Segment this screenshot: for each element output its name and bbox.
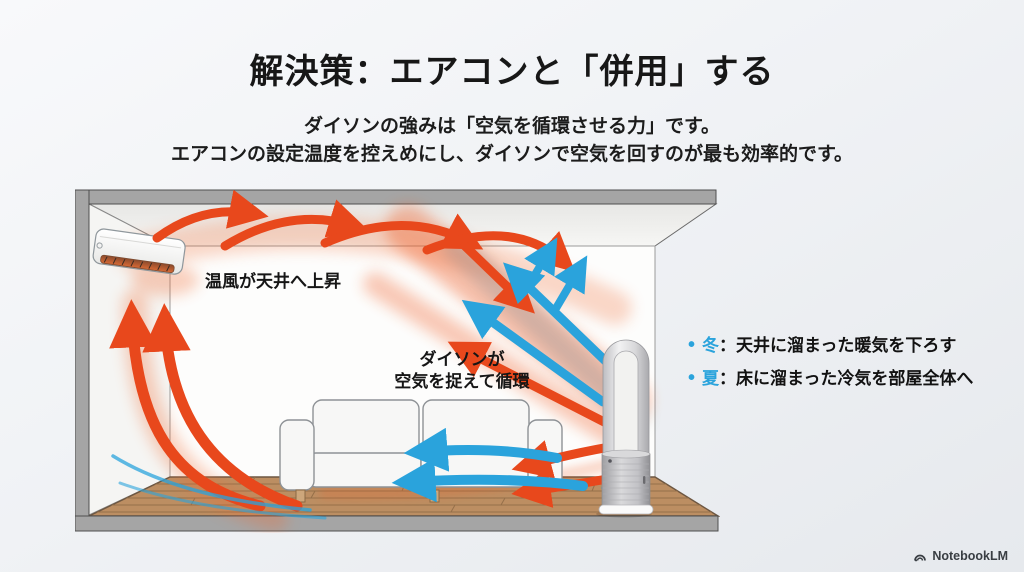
label-dyson-line-2: 空気を捉えて循環 <box>394 372 530 391</box>
subtitle-line-1: ダイソンの強みは「空気を循環させる力」です。 <box>303 116 721 137</box>
subtitle-line-2: エアコンの設定温度を控えめにし、ダイソンで空気を回すのが最も効率的です。 <box>170 144 854 165</box>
notebooklm-logo-icon <box>913 550 927 563</box>
notebooklm-brand-text: NotebookLM <box>932 549 1008 563</box>
bullet-dot: • <box>688 334 696 356</box>
page-title: 解決策：エアコンと「併用」する <box>249 53 775 91</box>
bullet-text-winter: ：天井に溜まった暖気を下ろす <box>719 336 957 355</box>
bullet-term-summer: 夏 <box>702 369 720 388</box>
room-diagram <box>74 188 721 533</box>
label-dyson-circulation: ダイソンが 空気を捉えて循環 <box>382 349 542 393</box>
room-diagram-svg <box>74 189 721 532</box>
bullet-dot: • <box>688 367 696 389</box>
notebooklm-watermark: NotebookLM <box>913 549 1008 563</box>
bullet-text-summer: ：床に溜まった冷気を部屋全体へ <box>719 369 974 388</box>
cool-air-arrows <box>111 237 639 520</box>
air-conditioner <box>92 228 186 275</box>
bullet-term-winter: 冬 <box>702 336 720 355</box>
season-bullet-list: • 冬 ：天井に溜まった暖気を下ろす • 夏 ：床に溜まった冷気を部屋全体へ <box>688 331 973 397</box>
bullet-summer: • 夏 ：床に溜まった冷気を部屋全体へ <box>688 364 973 397</box>
label-dyson-line-1: ダイソンが <box>419 350 505 369</box>
label-warm-air-rises: 温風が天井へ上昇 <box>205 272 341 291</box>
dyson-fan <box>596 339 654 518</box>
bullet-winter: • 冬 ：天井に溜まった暖気を下ろす <box>688 331 973 364</box>
